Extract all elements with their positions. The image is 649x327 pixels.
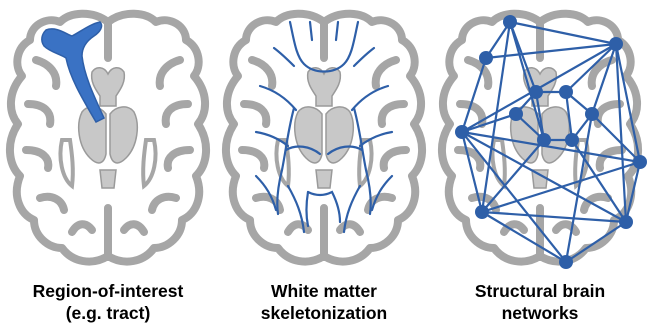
caption-roi-line1: Region-of-interest [0,280,216,302]
network-node [503,15,517,29]
caption-network-line1: Structural brain [432,280,648,302]
brain-diagram-roi [0,0,216,275]
network-node [619,215,633,229]
deep-structures [60,68,155,188]
deep-structures [276,68,371,188]
network-node [529,85,543,99]
network-node [455,125,469,139]
caption-network: Structural brain networks [432,280,648,324]
network-node [559,255,573,269]
panel-network: Structural brain networks [432,0,648,327]
caption-roi: Region-of-interest (e.g. tract) [0,280,216,324]
caption-skeleton-line2: skeletonization [216,302,432,324]
network-node [559,85,573,99]
brain-diagram-network [432,0,648,275]
brain-outline [10,14,206,262]
brain-diagram-skeleton [216,0,432,275]
network-node [565,133,579,147]
network-node [537,133,551,147]
network-node [509,107,523,121]
network-node [609,37,623,51]
caption-skeleton-line1: White matter [216,280,432,302]
network-node [585,107,599,121]
network-node [633,155,647,169]
brain-outline [226,14,422,262]
network-node [475,205,489,219]
network-node [479,51,493,65]
caption-roi-line2: (e.g. tract) [0,302,216,324]
caption-network-line2: networks [432,302,648,324]
caption-skeleton: White matter skeletonization [216,280,432,324]
panel-roi: Region-of-interest (e.g. tract) [0,0,216,327]
panel-skeleton: White matter skeletonization [216,0,432,327]
